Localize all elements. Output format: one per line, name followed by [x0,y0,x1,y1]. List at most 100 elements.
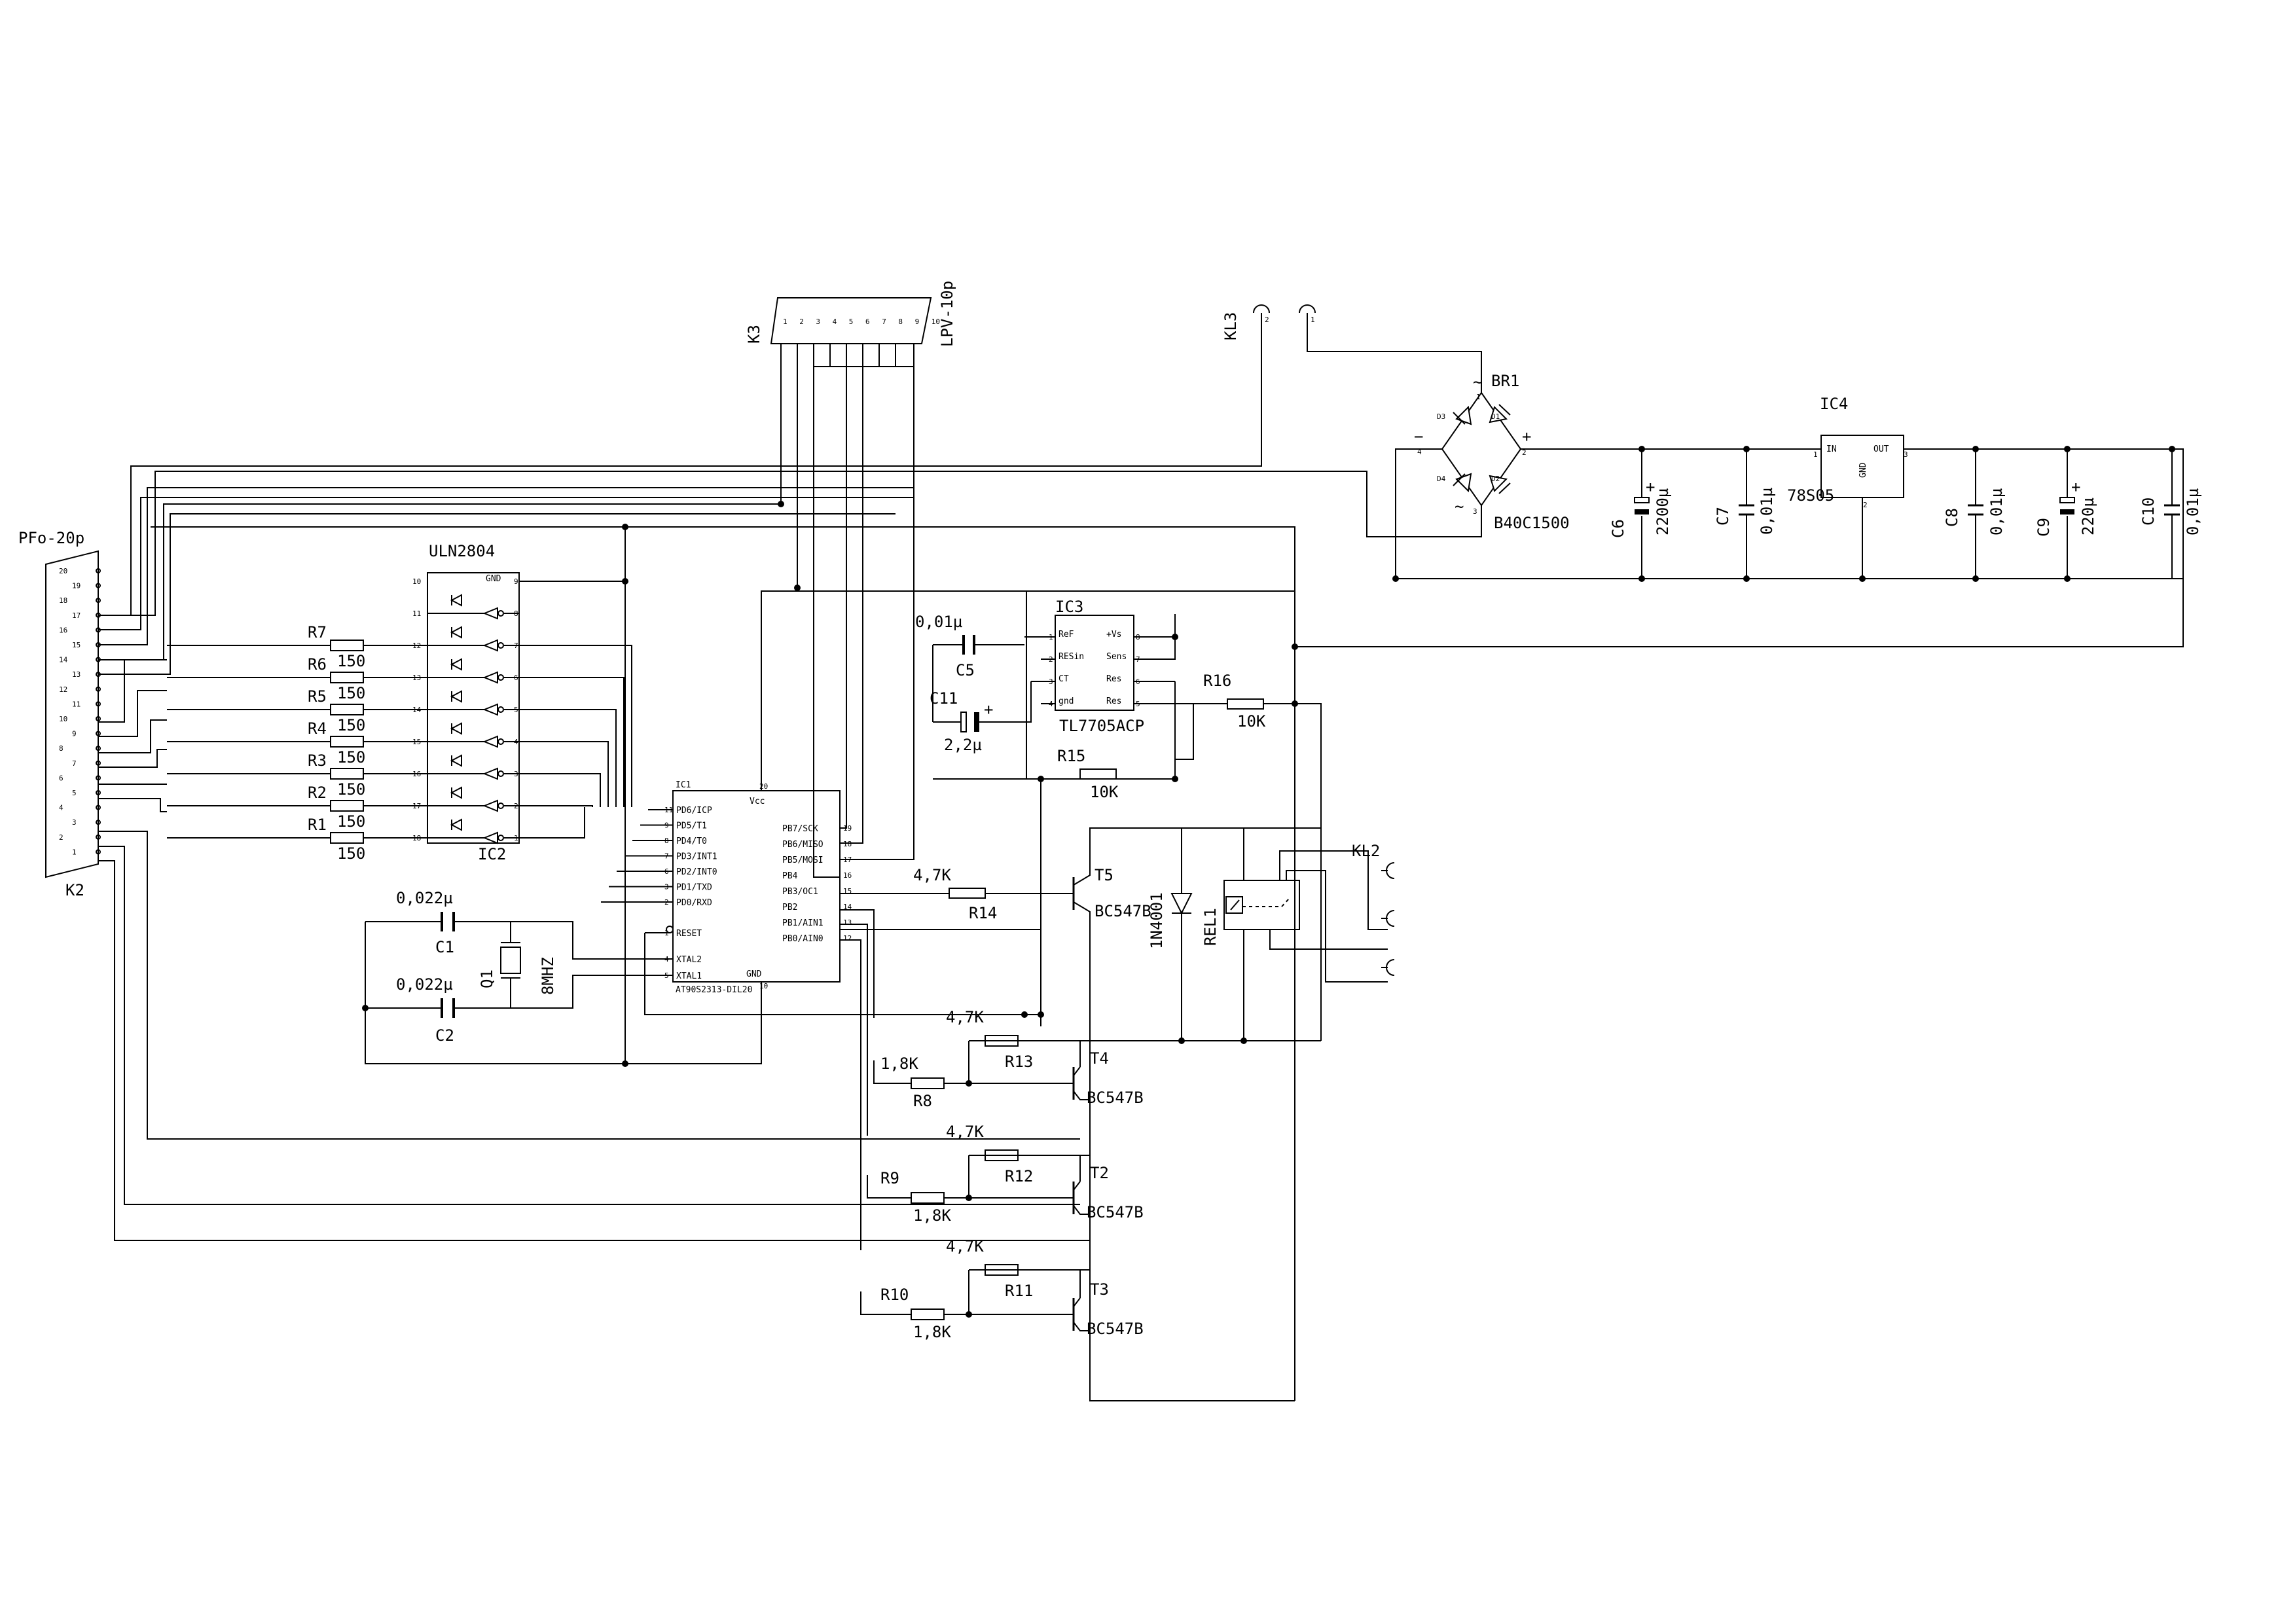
kl3-label: KL3 [1221,312,1240,340]
ic1-pin-label: PB6/MISO [782,840,823,850]
ac-label: ~ [1455,497,1464,516]
capacitor-c5: 0,01µ C5 [915,613,1024,679]
ic3-sens-label: Sens [1106,652,1127,662]
svg-text:1: 1 [1813,450,1818,459]
c10-label: C10 [2139,497,2158,526]
capacitor-c2: 0,022µ C2 [362,922,762,1064]
diode-icon [450,658,462,671]
k3-pin-number: 4 [833,317,837,326]
svg-text:3: 3 [1473,507,1477,516]
ic4-out-label: OUT [1873,444,1889,454]
terminal-kl3: KL3 2 1 [98,304,1482,616]
supply-wiring [151,501,1298,1401]
svg-text:1: 1 [1476,393,1481,401]
resistor-r8 [911,1077,945,1089]
c2-value: 0,022µ [396,975,453,994]
svg-text:D4: D4 [1437,475,1446,483]
ic4-gnd-label: GND [1858,462,1868,478]
ic2-type-label: ULN2804 [429,542,495,560]
ic1-pin-number: 14 [843,903,852,911]
ic2-pin-number: 10 [412,577,421,586]
ic1-pin-number: 13 [843,918,852,927]
ic3-ref-label: ReF [1059,630,1074,640]
t2-type: BC547B [1087,1203,1144,1221]
r7-label: R7 [308,623,327,641]
ic2-gnd-label: GND [486,574,501,584]
diode-icon [450,818,462,831]
r1-label: R1 [308,816,327,834]
k2-pin-number: 5 [72,789,77,797]
k2-pin-marker [96,716,101,721]
diode-icon [1453,404,1511,494]
diode-icon [450,722,462,735]
t3-type: BC547B [1087,1320,1144,1338]
ic4-label: IC4 [1820,395,1848,413]
k3-pin-number: 3 [816,317,820,326]
resistor-r7 [330,640,364,651]
r1-value: 150 [337,844,365,863]
ic1-pin-number: 17 [843,856,852,864]
plus-label: + [1646,478,1655,496]
buffer-icon [482,607,498,620]
r10-label: R10 [880,1286,909,1304]
ic1-pin-number: 16 [843,871,852,880]
k3-pin-number: 2 [799,317,804,326]
ic1-pin-label: PB3/OC1 [782,887,818,897]
k3-pin-number: 5 [849,317,854,326]
diode-icon [450,594,462,607]
k2-pin-marker [96,701,101,707]
k3-type-label: LPV-10p [938,281,956,347]
k2-pin-marker [96,775,101,781]
ic1-vcc-label: Vcc [750,797,765,806]
r5-value: 150 [337,716,365,734]
r3-label: R3 [308,751,327,770]
capacitor-c11: C11 2,2µ + [930,645,1024,754]
r12-pull-value: 4,7K [946,1123,984,1141]
c6-value: 2200µ [1654,488,1672,535]
buffer-icon [482,799,498,812]
svg-text:D3: D3 [1437,412,1445,421]
transistor-t5: 4,7K R14 T5 BC547B [840,827,1321,1041]
ic3-gnd-label: gnd [1059,696,1074,706]
r12-label: R12 [1005,1167,1033,1185]
d1-label: 1N4001 [1148,892,1166,949]
r3-value: 150 [337,780,365,799]
k2-pin-marker [96,820,101,825]
k2-pin-number: 20 [59,567,67,575]
ic3-resin-label: RESin [1059,652,1084,662]
t5-label: T5 [1095,866,1113,884]
crystal-q1: Q1 8MHZ [478,921,673,1009]
relay-label: REL1 [1201,908,1220,946]
c11-label: C11 [930,689,958,708]
r16-label: R16 [1203,672,1231,690]
r5-label: R5 [308,687,327,706]
br1-label: BR1 [1491,372,1519,390]
k2-pin-number: 17 [72,611,81,620]
ic1-pin-label: PD0/RXD [676,898,712,908]
k2-pin-marker [96,760,101,766]
ic3-type-label: TL7705ACP [1059,717,1144,735]
k3-pin-number: 1 [783,317,787,326]
ic3-res-label: Res [1106,674,1121,684]
kl2-label: KL2 [1352,842,1380,860]
k3-pin-number: 8 [898,317,903,326]
t2-label: T2 [1090,1164,1109,1182]
svg-text:4: 4 [1417,448,1422,456]
buffer-icon [482,767,498,780]
ic2-name-label: IC2 [478,845,506,863]
ic4-in-label: IN [1826,444,1837,454]
svg-text:2: 2 [1522,448,1527,457]
k2-pin-number: 14 [59,656,68,664]
ic1-pin-label: PB4 [782,871,798,881]
resistor-r2 [330,800,364,812]
k2-pin-number: 4 [59,804,63,812]
c11-value: 2,2µ [944,736,982,754]
q1-freq-label: 8MHZ [539,957,557,995]
r2-value: 150 [337,812,365,831]
ic1-at90s2313: IC1 Vcc GND AT90S2313-DIL20 20 10 PD6/IC… [601,780,875,1250]
c5-value: 0,01µ [915,613,962,631]
q1-label: Q1 [478,969,496,988]
k2-pin-number: 2 [59,833,63,842]
resistor-r4 [330,736,364,748]
